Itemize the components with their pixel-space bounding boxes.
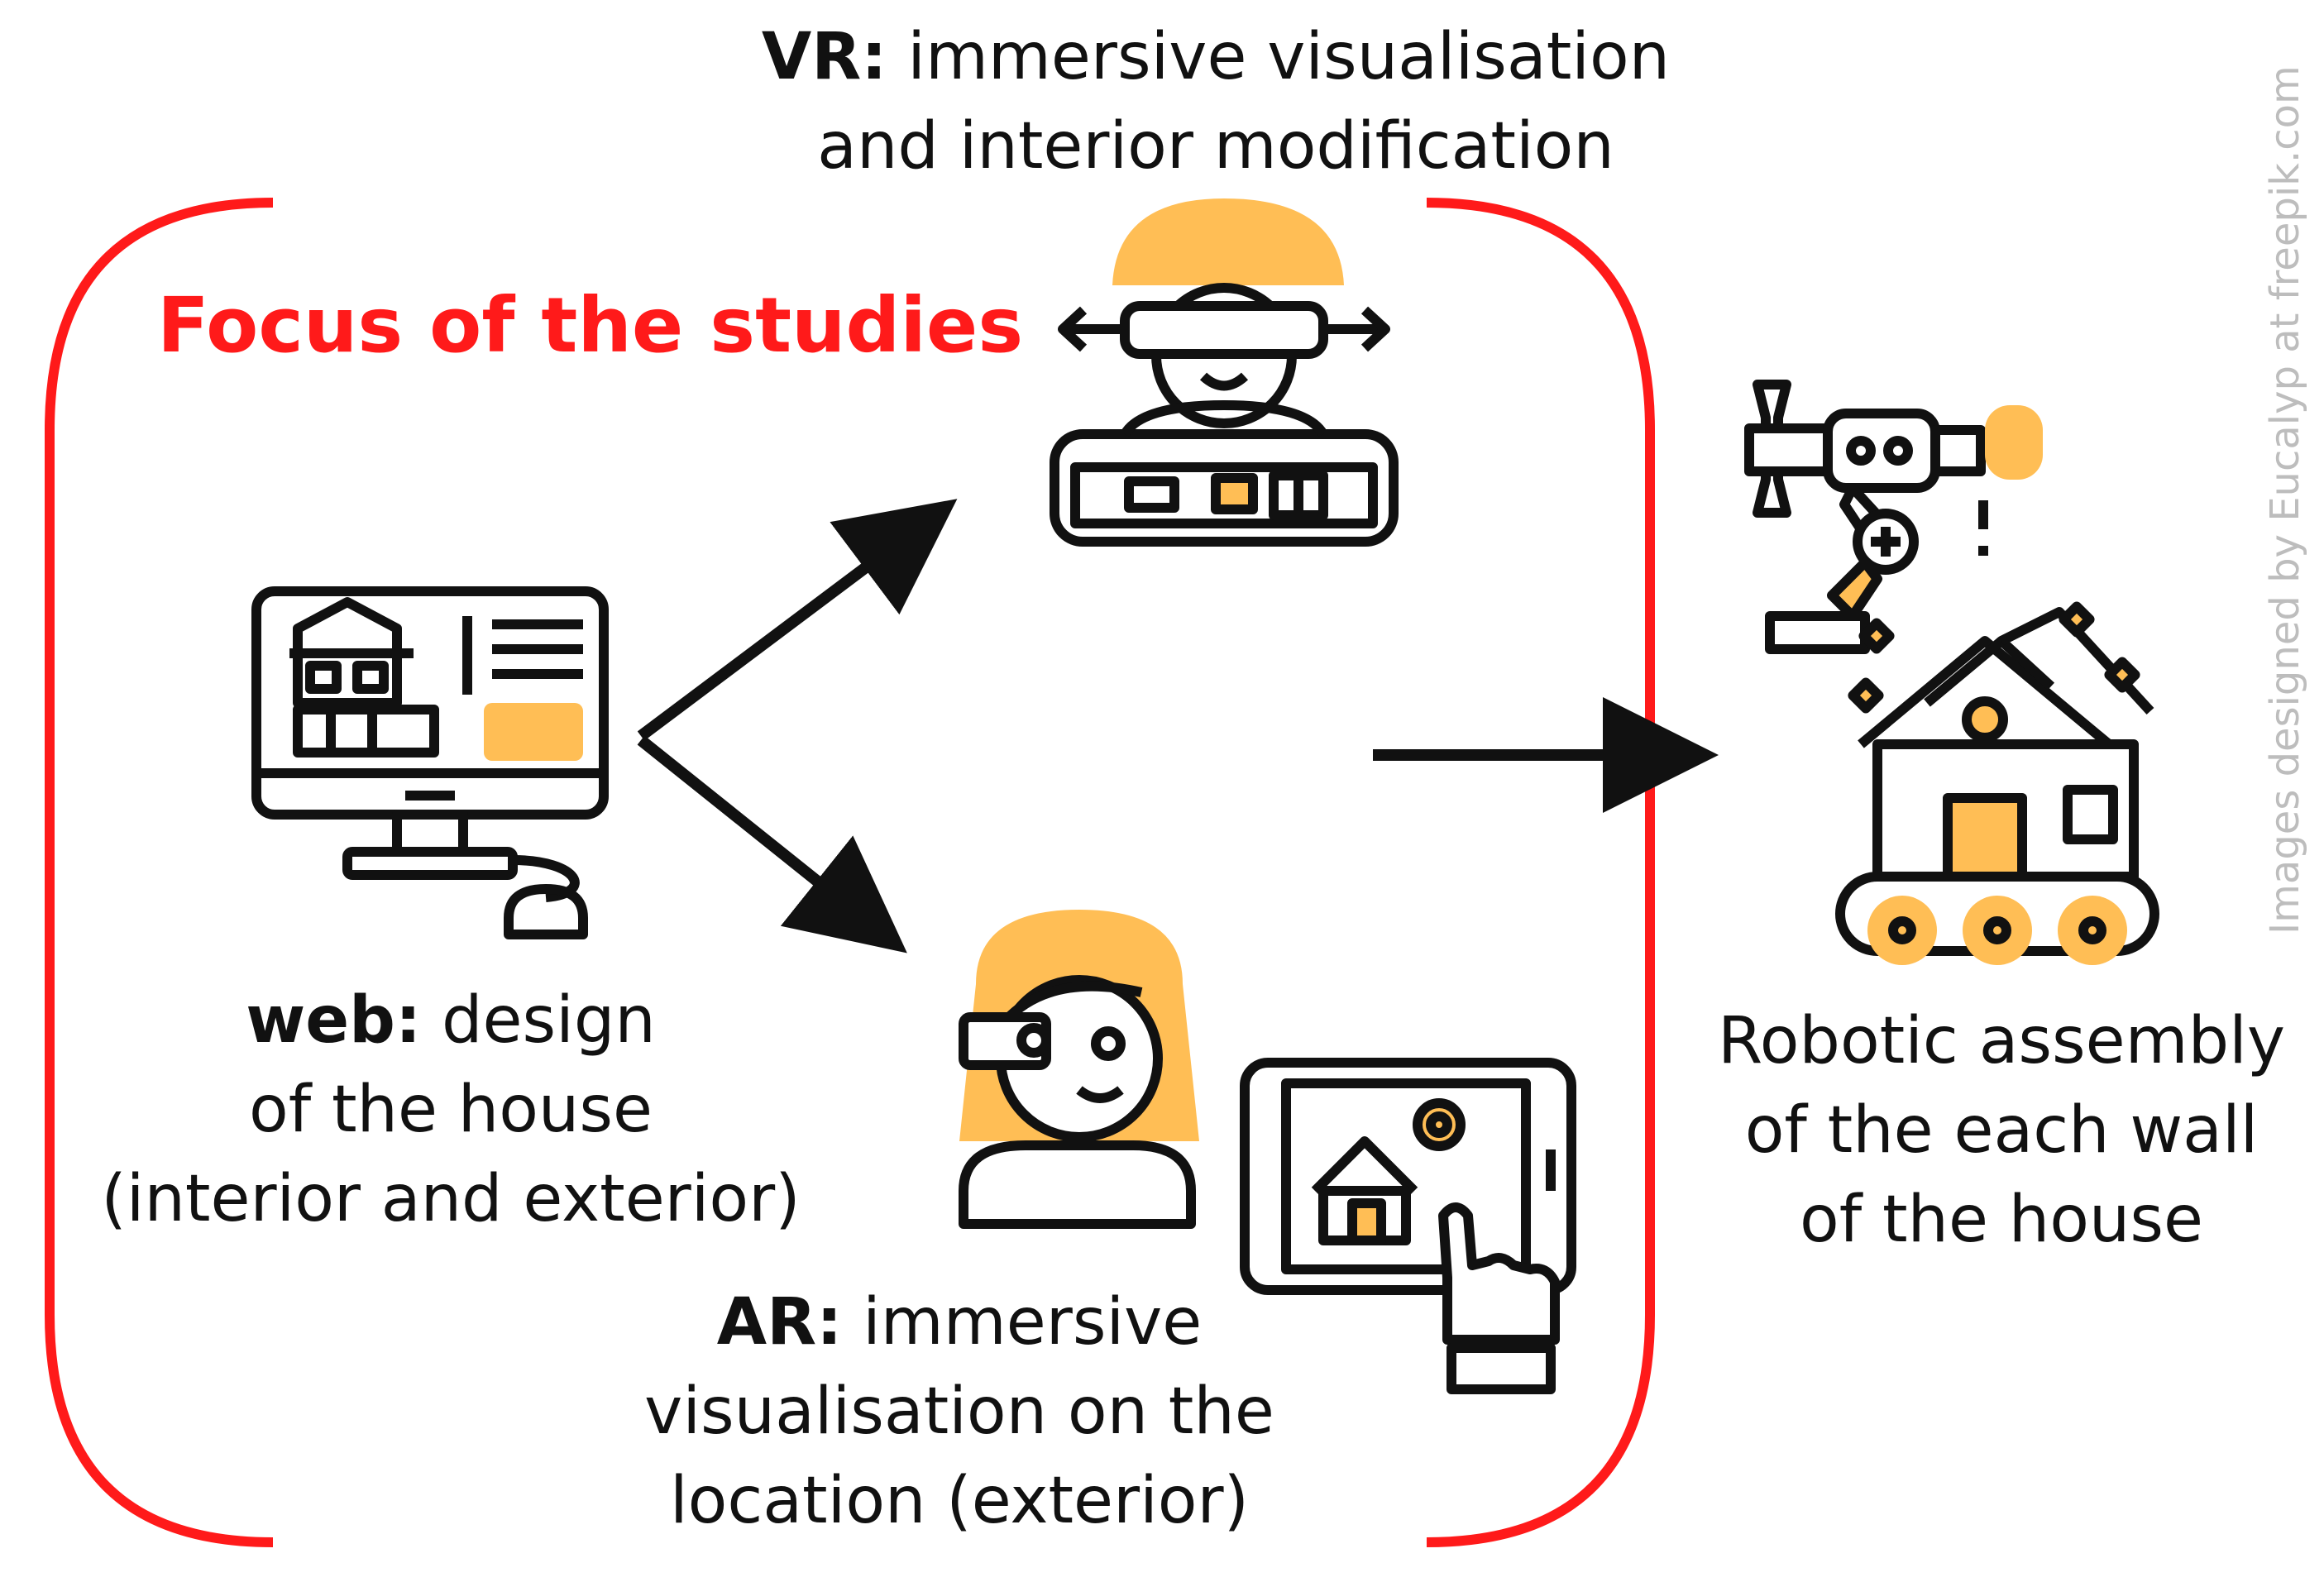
ar-label-line1: AR: immersive [595, 1278, 1323, 1367]
vr-headset-person-icon [1050, 198, 1399, 547]
ar-glasses-woman-tablet-icon [959, 910, 1576, 1394]
computer-house-design-icon [251, 586, 609, 939]
vr-label-line1-rest: immersive visualisation [887, 20, 1671, 94]
focus-bracket-left [45, 198, 274, 1547]
web-label-line3: (interior and exterior) [101, 1162, 801, 1236]
ar-label: AR: immersive visualisation on the locat… [595, 1278, 1323, 1546]
robotic-assembly-label: Robotic assembly of the each wall of the… [1679, 997, 2324, 1264]
robot-label-line2: of the each wall [1744, 1093, 2259, 1168]
web-label-line2: of the house [249, 1073, 653, 1147]
robot-label-line3: of the house [1800, 1183, 2203, 1257]
web-label: web: design of the house (interior and e… [58, 976, 844, 1244]
vr-label: VR: immersive visualisation and interior… [728, 12, 1704, 191]
web-label-bold: web: [246, 983, 422, 1058]
web-label-line1: web: design [58, 976, 844, 1065]
vr-label-bold: VR: [761, 20, 887, 94]
robot-arm-house-assembly-icon [1744, 380, 2159, 965]
web-label-line1-rest: design [421, 983, 656, 1058]
image-credit: Images designed by Eucalyp at freepik.co… [2262, 65, 2308, 934]
robot-label-line1: Robotic assembly [1718, 1004, 2285, 1078]
ar-label-line3: location (exterior) [669, 1464, 1250, 1538]
vr-label-line1: VR: immersive visualisation [728, 12, 1704, 102]
ar-label-line1-rest: immersive [842, 1285, 1203, 1360]
arrow-web-to-ar [637, 735, 907, 954]
vr-label-line2: and interior modification [817, 109, 1614, 184]
focus-of-studies-title: Focus of the studies [157, 281, 1024, 370]
ar-label-line2: visualisation on the [644, 1374, 1274, 1449]
ar-label-bold: AR: [716, 1285, 843, 1360]
focus-bracket-right [1426, 198, 1655, 1547]
arrow-web-to-vr [637, 499, 958, 741]
